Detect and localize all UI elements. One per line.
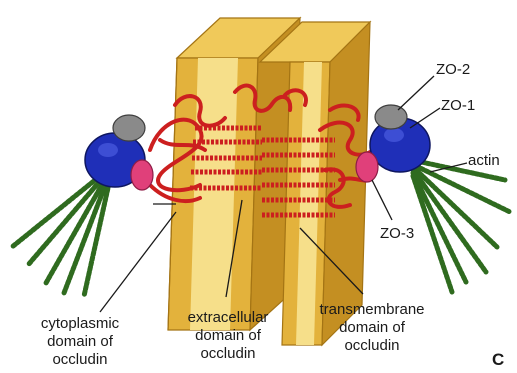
zo3-protein-left [131, 160, 153, 190]
label-extracellular-line1: extracellular [188, 309, 269, 326]
panel-letter: C [492, 350, 504, 369]
label-cytoplasmic-line3: occludin [52, 351, 107, 368]
label-cytoplasmic-line2: domain of [47, 333, 114, 350]
actin-filaments-right [412, 160, 510, 292]
label-extracellular-domain: extracellular domain of occludin [188, 309, 269, 362]
label-transmembrane-line2: domain of [339, 319, 406, 336]
zo2-protein-left [113, 115, 145, 141]
label-zo1: ZO-1 [441, 97, 475, 114]
label-extracellular-line2: domain of [195, 327, 262, 344]
label-actin: actin [468, 152, 500, 169]
zo3-protein-right [356, 152, 378, 182]
zo2-protein-right [375, 105, 407, 129]
label-zo3: ZO-3 [380, 225, 414, 242]
label-transmembrane-line3: occludin [344, 337, 399, 354]
zo-complex-left [85, 115, 153, 190]
label-cytoplasmic-domain: cytoplasmic domain of occludin [41, 315, 120, 368]
label-transmembrane-line1: transmembrane [319, 301, 424, 318]
label-extracellular-line3: occludin [200, 345, 255, 362]
label-cytoplasmic-line1: cytoplasmic [41, 315, 120, 332]
label-zo2: ZO-2 [436, 61, 470, 78]
actin-filaments-left [12, 172, 110, 296]
